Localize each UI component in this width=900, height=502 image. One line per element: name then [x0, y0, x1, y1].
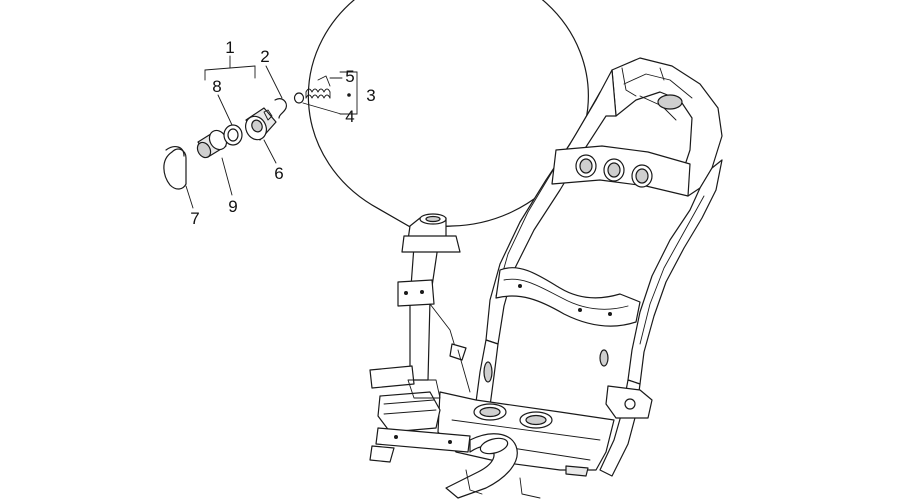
part-9-cylinder — [196, 129, 228, 159]
part-6-bush — [245, 107, 277, 141]
callout-4: 4 — [345, 107, 354, 126]
callout-5: 5 — [345, 67, 354, 86]
lower-clamp — [369, 365, 415, 389]
callout-1: 1 — [225, 38, 234, 57]
part-7-wire-clip — [163, 146, 187, 190]
frame-floor — [437, 391, 615, 471]
part-8-washer — [223, 124, 243, 146]
head-tube-collar — [401, 235, 461, 253]
scooter-frame — [369, 57, 723, 499]
leader-lines — [185, 55, 358, 209]
callout-8: 8 — [212, 77, 221, 96]
bubble-pointer-left — [371, 204, 413, 229]
part-5-spring — [305, 75, 331, 99]
callout-9: 9 — [228, 197, 237, 216]
callout-7: 7 — [190, 209, 199, 228]
frame-middle-cross — [495, 267, 641, 327]
callout-3: 3 — [366, 86, 375, 105]
lock-bracket — [397, 279, 435, 307]
part-4-ring — [293, 92, 305, 104]
frame-right-rail — [627, 159, 723, 385]
part-2-hook — [274, 98, 287, 119]
callout-6: 6 — [274, 164, 283, 183]
callout-labels: 1 2 3 4 5 6 7 8 9 — [190, 38, 375, 228]
front-cross-bar — [375, 427, 471, 453]
callout-2: 2 — [260, 47, 269, 66]
